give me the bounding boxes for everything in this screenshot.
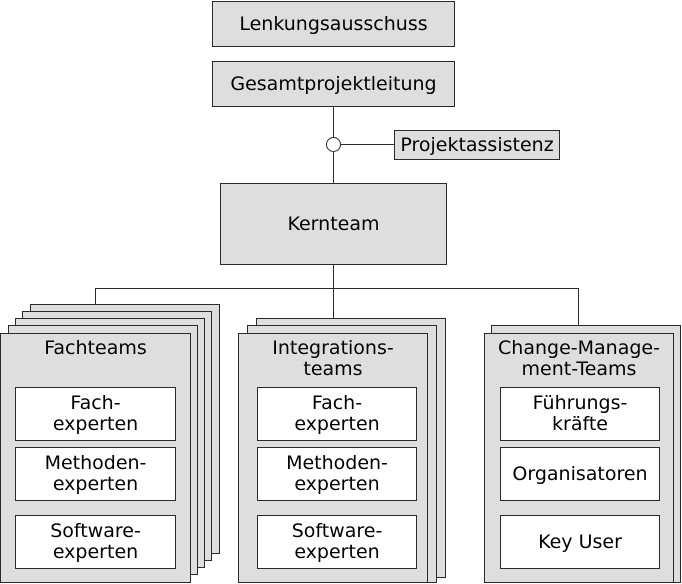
project-lead-label: Gesamtprojektleitung [230,72,437,95]
change-item-fuehrungskraefte: Führungs- kräfte [500,387,660,441]
fach-item-softwareexperten: Software- experten [15,515,176,569]
integration-item-softwareexperten: Software- experten [257,515,417,569]
fach-item-methodenexperten: Methoden- experten [15,447,176,501]
project-lead-box: Gesamtprojektleitung [212,61,455,107]
project-assistant-box: Projektassistenz [394,130,560,160]
steering-committee-label: Lenkungsausschuss [239,12,428,35]
assistant-junction [326,137,341,152]
change-teams-title: Change-Manage- ment-Teams [498,337,660,380]
change-item-organisatoren: Organisatoren [500,447,660,501]
change-item-key-user: Key User [500,515,660,569]
change-teams-group: Change-Manage- ment-Teams Führungs- kräf… [484,333,674,583]
core-team-box: Kernteam [220,183,447,265]
core-team-label: Kernteam [287,212,380,235]
steering-committee-box: Lenkungsausschuss [212,1,455,47]
integration-item-methodenexperten: Methoden- experten [257,447,417,501]
integration-teams-group: Integrations- teams Fach- experten Metho… [238,333,428,583]
fach-teams-title: Fachteams [44,337,147,359]
project-assistant-label: Projektassistenz [400,133,554,156]
integration-teams-title: Integrations- teams [272,337,394,380]
integration-item-fachexperten: Fach- experten [257,387,417,441]
fach-item-fachexperten: Fach- experten [15,387,176,441]
fach-teams-group: Fachteams Fach- experten Methoden- exper… [0,333,191,583]
